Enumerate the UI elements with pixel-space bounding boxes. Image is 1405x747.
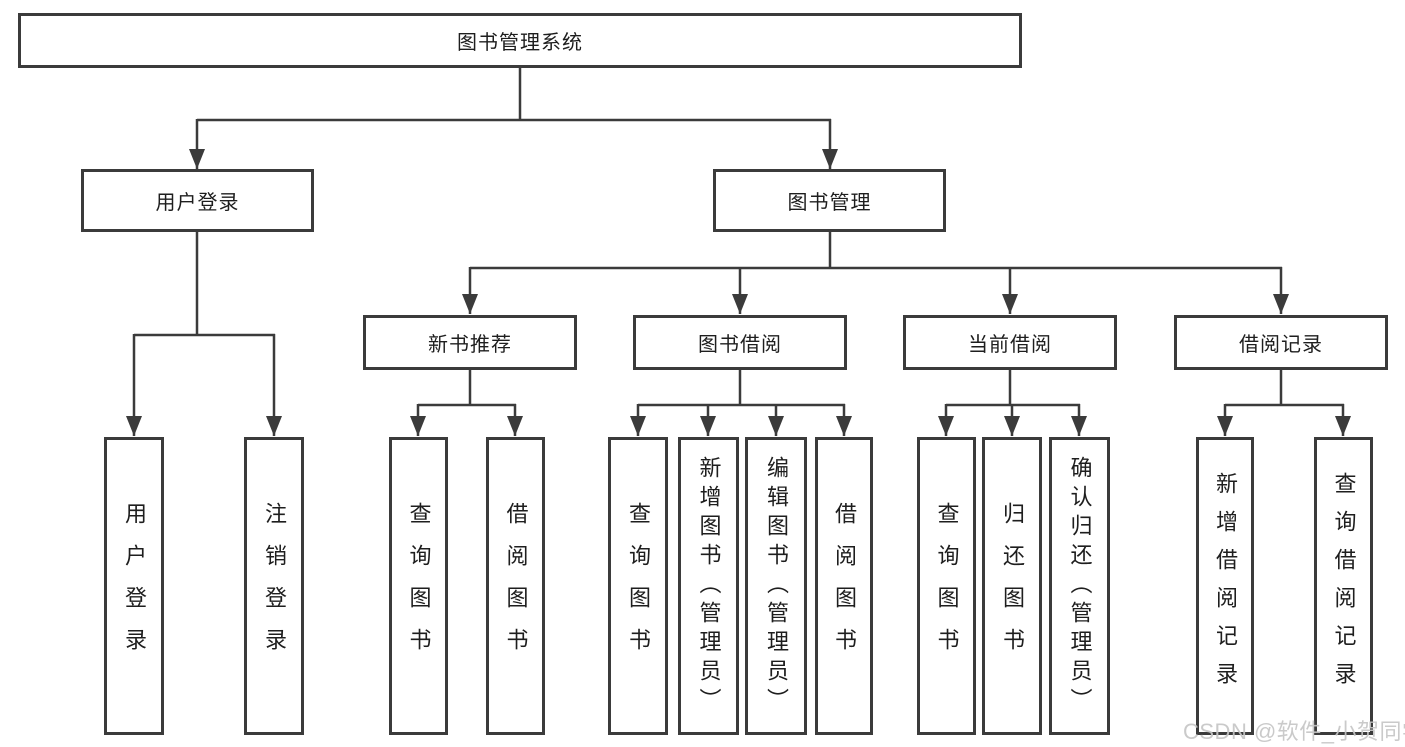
- node-borrow-records: 借阅记录: [1174, 315, 1388, 370]
- leaf-return-books-label: 归还图书: [1000, 502, 1025, 670]
- connector-current-borrow-to-children: [938, 370, 1087, 436]
- leaf-current-query-books-label: 查询图书: [934, 502, 960, 670]
- leaf-newbook-borrow-books-label: 借阅图书: [503, 502, 529, 670]
- node-system-root: 图书管理系统: [18, 13, 1022, 68]
- leaf-user-login: 用户登录: [104, 437, 164, 735]
- leaf-newbook-query-books: 查询图书: [389, 437, 448, 735]
- leaf-query-borrow-record-label: 查询借阅记录: [1331, 472, 1357, 700]
- leaf-add-books-admin: 新增图书（管理员）: [678, 437, 739, 735]
- leaf-edit-books-admin: 编辑图书（管理员）: [745, 437, 807, 735]
- leaf-newbook-borrow-books: 借阅图书: [486, 437, 545, 735]
- leaf-edit-books-admin-label: 编辑图书（管理员）: [764, 455, 789, 717]
- leaf-confirm-return-admin: 确认归还（管理员）: [1049, 437, 1110, 735]
- connector-book-management-to-level2: [462, 232, 1289, 314]
- leaf-current-query-books: 查询图书: [917, 437, 976, 735]
- leaf-borrow-query-books-label: 查询图书: [626, 502, 651, 670]
- connector-new-book-to-children: [410, 370, 523, 436]
- leaf-logout-label: 注销登录: [262, 502, 287, 670]
- leaf-add-books-admin-label: 新增图书（管理员）: [696, 455, 722, 717]
- connector-borrow-records-to-children: [1217, 370, 1351, 436]
- connector-root-to-level1: [189, 68, 838, 169]
- leaf-query-borrow-record: 查询借阅记录: [1314, 437, 1373, 735]
- leaf-confirm-return-admin-label: 确认归还（管理员）: [1067, 455, 1093, 717]
- leaf-newbook-query-books-label: 查询图书: [406, 502, 432, 670]
- leaf-user-login-label: 用户登录: [122, 502, 147, 670]
- leaf-borrow-books-label: 借阅图书: [832, 502, 857, 670]
- node-book-borrow: 图书借阅: [633, 315, 847, 370]
- csdn-watermark: CSDN @软件_小贺同学: [1183, 719, 1405, 744]
- node-current-borrow: 当前借阅: [903, 315, 1117, 370]
- node-user-login: 用户登录: [81, 169, 314, 232]
- leaf-add-borrow-record-label: 新增借阅记录: [1213, 472, 1238, 700]
- connector-book-borrow-to-children: [630, 370, 852, 436]
- node-book-management: 图书管理: [713, 169, 946, 232]
- leaf-borrow-query-books: 查询图书: [608, 437, 668, 735]
- connector-user-login-to-children: [126, 232, 282, 436]
- leaf-return-books: 归还图书: [982, 437, 1042, 735]
- leaf-borrow-books: 借阅图书: [815, 437, 873, 735]
- leaf-add-borrow-record: 新增借阅记录: [1196, 437, 1254, 735]
- leaf-logout: 注销登录: [244, 437, 304, 735]
- node-new-book-recommend: 新书推荐: [363, 315, 577, 370]
